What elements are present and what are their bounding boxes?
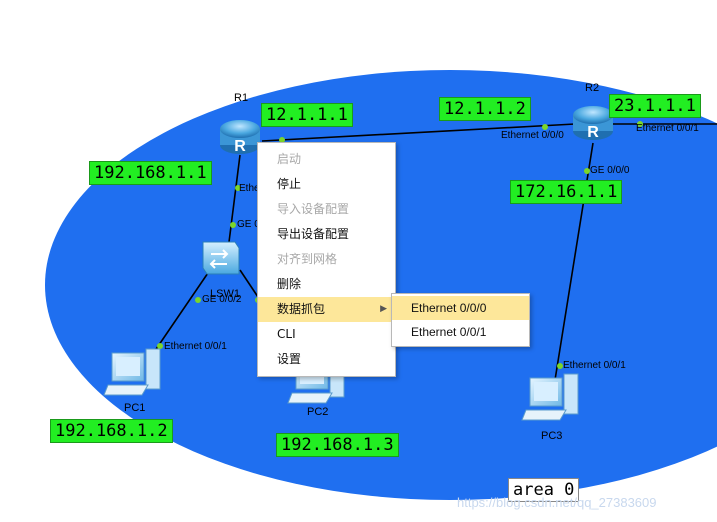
port-label-lsw1-ge002: GE 0/0/2	[202, 294, 242, 305]
menu-item-import-config[interactable]: 导入设备配置	[277, 202, 350, 216]
menu-item-capture-label: 数据抓包	[277, 302, 326, 316]
pc-icon-pc3[interactable]	[521, 373, 579, 421]
menu-item-delete[interactable]: 删除	[277, 277, 302, 291]
link-r1-r2	[261, 123, 576, 142]
watermark-text: https://blog.csdn.net/qq_27383609	[457, 495, 657, 510]
ip-tag-r2-wan2: 23.1.1.1	[609, 94, 701, 118]
port-label-r2-eth000: Ethernet 0/0/0	[501, 130, 564, 141]
router-icon-r2[interactable]: R	[573, 106, 613, 141]
link-r1-lsw1	[227, 154, 241, 251]
switch-icon-lsw1[interactable]	[202, 241, 240, 275]
port-label-r2-eth001: Ethernet 0/0/1	[636, 123, 699, 134]
router-icon-r1[interactable]: R	[220, 120, 260, 155]
port-label-pc3-eth001: Ethernet 0/0/1	[563, 360, 626, 371]
menu-item-export-config[interactable]: 导出设备配置	[277, 227, 350, 241]
device-label-pc3: PC3	[541, 430, 563, 442]
port-dots	[157, 121, 643, 369]
device-label-pc1: PC1	[124, 402, 146, 414]
context-menu: 启动 停止 导入设备配置 导出设备配置 对齐到网格 删除 数据抓包 ▶ CLI …	[257, 142, 396, 377]
menu-item-capture[interactable]: 数据抓包 ▶	[258, 297, 395, 322]
submenu-item-eth000[interactable]: Ethernet 0/0/0	[392, 296, 529, 320]
menu-item-stop[interactable]: 停止	[277, 177, 302, 191]
device-label-pc2: PC2	[307, 406, 329, 418]
submenu-item-eth001[interactable]: Ethernet 0/0/1	[411, 325, 487, 339]
area-label: area 0	[508, 478, 580, 502]
submenu-arrow-icon: ▶	[380, 304, 387, 314]
capture-submenu: Ethernet 0/0/0 Ethernet 0/0/1	[391, 293, 530, 347]
link-lsw1-pc2	[239, 269, 261, 301]
menu-item-cli[interactable]: CLI	[277, 327, 296, 341]
port-label-r1-eth: Ethe	[239, 183, 260, 194]
device-label-r1: R1	[234, 92, 249, 104]
port-label-r1-ge0: GE 0	[237, 219, 260, 230]
ip-tag-r2-lan: 172.16.1.1	[510, 180, 623, 204]
ip-tag-pc2: 192.168.1.3	[276, 433, 399, 457]
device-label-r2: R2	[585, 82, 600, 94]
menu-item-start[interactable]: 启动	[277, 152, 302, 166]
menu-item-align-grid[interactable]: 对齐到网格	[277, 252, 338, 266]
ip-tag-pc1: 192.168.1.2	[50, 419, 173, 443]
svg-text:R: R	[587, 124, 599, 141]
port-label-pc1-eth001: Ethernet 0/0/1	[164, 341, 227, 352]
ip-tag-r1-lan: 192.168.1.1	[89, 161, 212, 185]
port-label-r2-ge000: GE 0/0/0	[590, 165, 630, 176]
ip-tag-r2-wan: 12.1.1.2	[439, 97, 531, 121]
pc-icon-pc1[interactable]	[103, 348, 161, 396]
device-label-lsw1: LSW1	[210, 288, 240, 300]
menu-item-settings[interactable]: 设置	[277, 352, 302, 366]
svg-text:R: R	[234, 138, 246, 155]
ip-tag-r1-wan: 12.1.1.1	[261, 103, 353, 127]
